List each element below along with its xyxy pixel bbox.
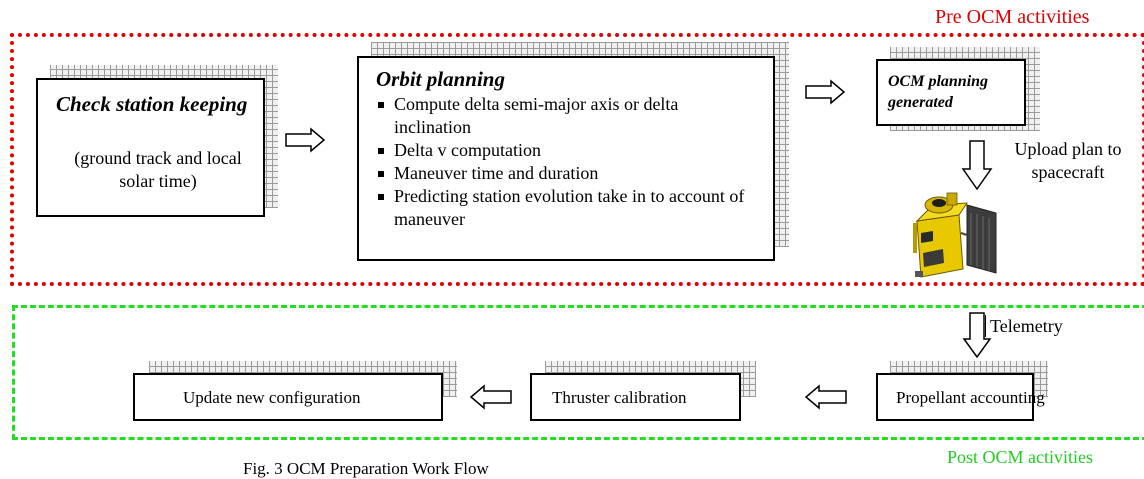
arrow-right-icon bbox=[285, 127, 326, 153]
check-station-body: (ground track and local solar time) bbox=[74, 148, 242, 191]
thruster-label: Thruster calibration bbox=[552, 388, 687, 407]
figure-caption: Fig. 3 OCM Preparation Work Flow bbox=[243, 459, 489, 478]
arrow-down-icon bbox=[961, 140, 993, 191]
update-label: Update new configuration bbox=[183, 388, 361, 407]
post-ocm-label: Post OCM activities bbox=[947, 447, 1094, 467]
ocm-planning-title: OCM planning generated bbox=[888, 73, 989, 111]
thruster-box: Thruster calibration bbox=[530, 373, 741, 421]
update-box: Update new configuration bbox=[133, 373, 443, 421]
upload-plan-label: Upload plan to spacecraft bbox=[1014, 139, 1122, 182]
telemetry-label: Telemetry bbox=[985, 315, 1063, 337]
ocm-planning-box: OCM planning generated bbox=[876, 59, 1026, 126]
propellant-box: Propellant accounting bbox=[876, 373, 1045, 421]
orbit-planning-item: Predicting station evolution take in to … bbox=[375, 185, 755, 231]
arrow-left-icon bbox=[804, 384, 847, 410]
orbit-planning-box: Orbit planning Compute delta semi-major … bbox=[357, 56, 775, 261]
orbit-planning-title: Orbit planning bbox=[376, 67, 505, 91]
check-station-title: Check station keeping bbox=[56, 92, 248, 116]
arrow-down-icon bbox=[962, 312, 992, 359]
post-ocm-region bbox=[12, 305, 1144, 440]
pre-ocm-region bbox=[10, 33, 1144, 286]
orbit-planning-list: Compute delta semi-major axis or delta i… bbox=[375, 93, 755, 231]
check-station-box: Check station keeping (ground track and … bbox=[36, 78, 265, 217]
propellant-label: Propellant accounting bbox=[896, 388, 1045, 407]
arrow-right-icon bbox=[805, 79, 846, 105]
spacecraft-image bbox=[913, 192, 997, 278]
orbit-planning-item: Maneuver time and duration bbox=[375, 162, 755, 185]
orbit-planning-item: Delta v computation bbox=[375, 139, 755, 162]
pre-ocm-label: Pre OCM activities bbox=[935, 6, 1090, 28]
arrow-left-icon bbox=[469, 384, 512, 410]
orbit-planning-item: Compute delta semi-major axis or delta i… bbox=[375, 93, 755, 139]
